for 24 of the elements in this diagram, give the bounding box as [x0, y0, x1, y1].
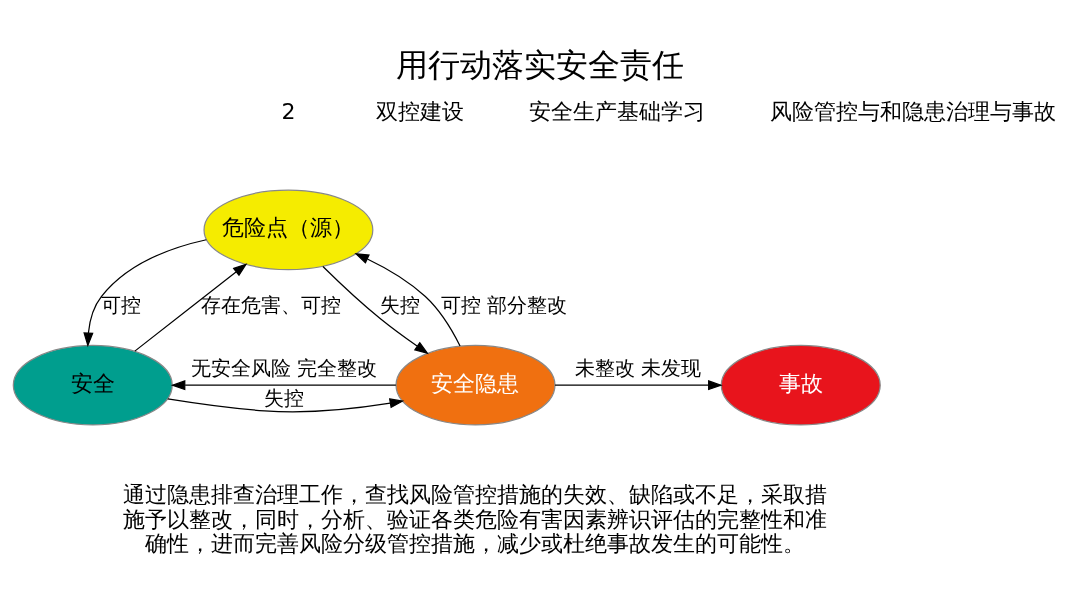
arrow	[134, 262, 248, 352]
label: 安全生产基础学习	[529, 98, 706, 124]
arrow	[83, 238, 207, 347]
edge-label: 失控	[379, 293, 420, 317]
edge-label: 可控 部分整改	[440, 293, 567, 317]
label: 2	[281, 98, 296, 124]
edge-label: 未整改 未发现	[575, 356, 702, 380]
arrow	[170, 379, 397, 390]
node-ellipse: 安全	[12, 344, 173, 426]
arrow	[167, 397, 405, 412]
node-ellipse: 危险点（源）	[203, 189, 374, 270]
node-ellipse: 事故	[720, 344, 881, 426]
node-ellipse: 安全隐患	[395, 344, 556, 426]
arrow	[322, 265, 429, 354]
label: 通过隐患排查治理工作，查找风险管控措施的失效、缺陷或不足，采取措施予以整改，同时，分析、验证各类危险有害因素辨识评估的完整性和准确性，进而完善风险分级管控措施，减少或杜绝事故发生的可能性。	[123, 481, 828, 556]
arrow	[354, 252, 461, 347]
label: 双控建设	[376, 98, 465, 124]
arrow	[554, 379, 723, 390]
edge-label: 无安全风险 完全整改	[191, 356, 378, 380]
edge-label: 可控	[100, 293, 141, 317]
edge-label: 存在危害、可控	[200, 293, 341, 317]
edge-label: 失控	[264, 386, 305, 410]
diagram-title: 用行动落实安全责任	[396, 45, 684, 83]
label: 风险管控与和隐患治理与事故	[770, 98, 1057, 124]
